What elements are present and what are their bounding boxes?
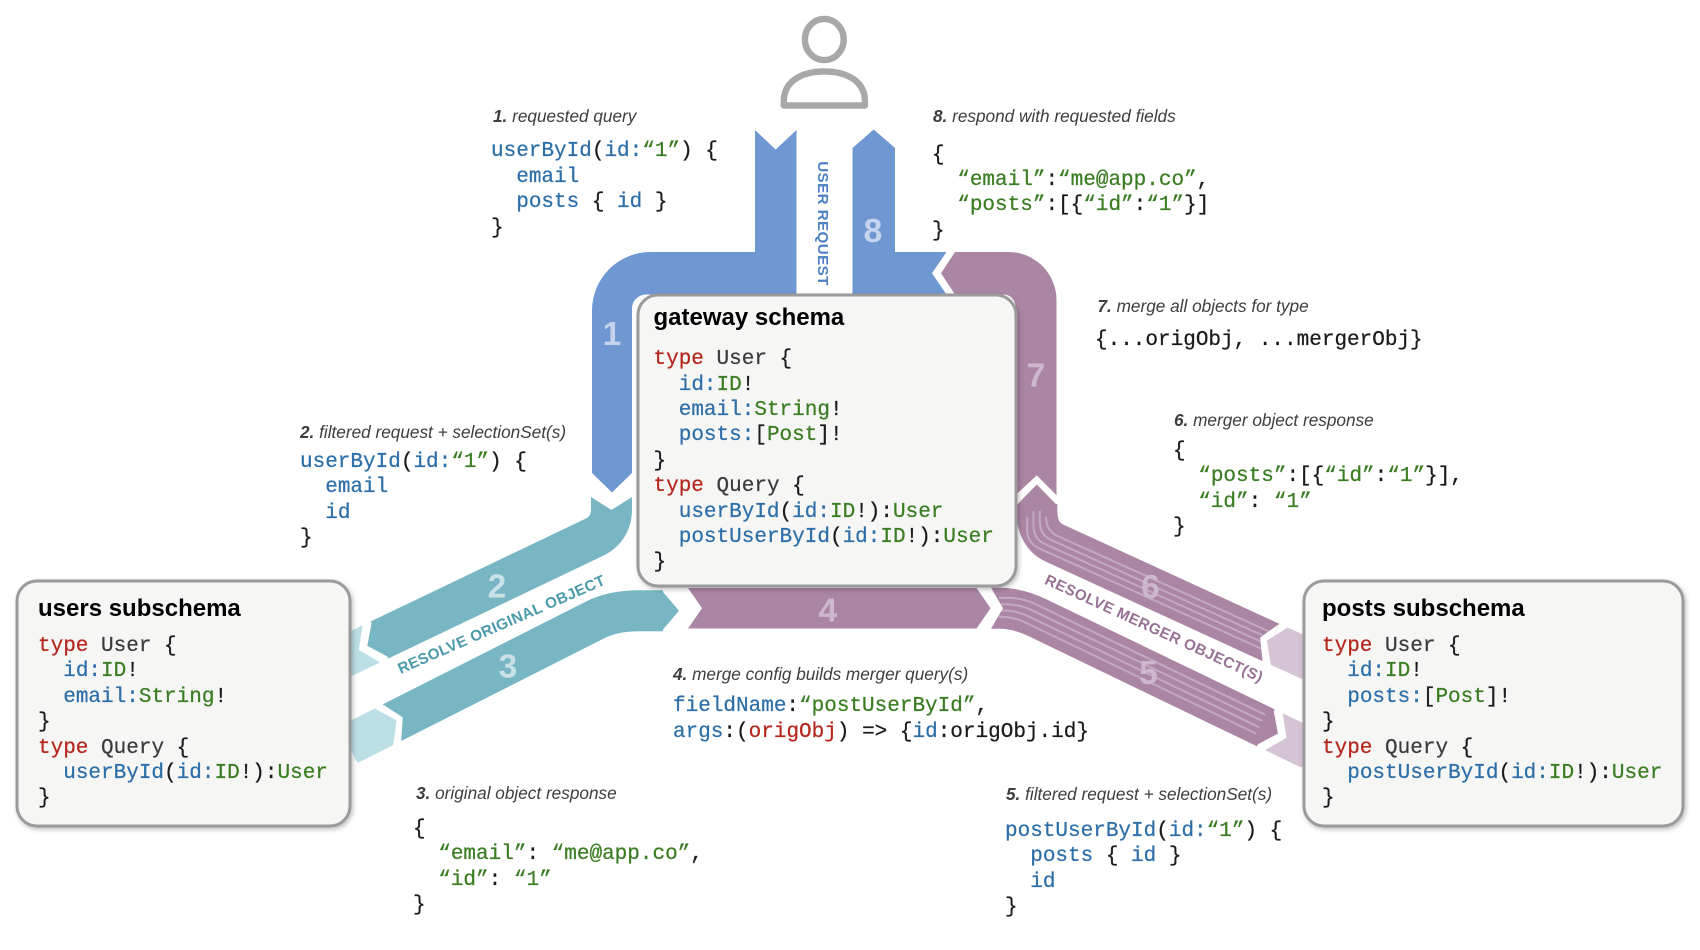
svg-text:1: 1 — [603, 316, 622, 353]
svg-text:6: 6 — [1141, 569, 1160, 606]
svg-text:8: 8 — [864, 213, 883, 250]
svg-text:5: 5 — [1139, 655, 1158, 692]
svg-text:4: 4 — [819, 593, 838, 630]
svg-text:USER REQUEST: USER REQUEST — [814, 161, 831, 286]
svg-text:3: 3 — [499, 649, 518, 686]
svg-text:7: 7 — [1027, 358, 1046, 395]
svg-text:2: 2 — [488, 569, 507, 606]
